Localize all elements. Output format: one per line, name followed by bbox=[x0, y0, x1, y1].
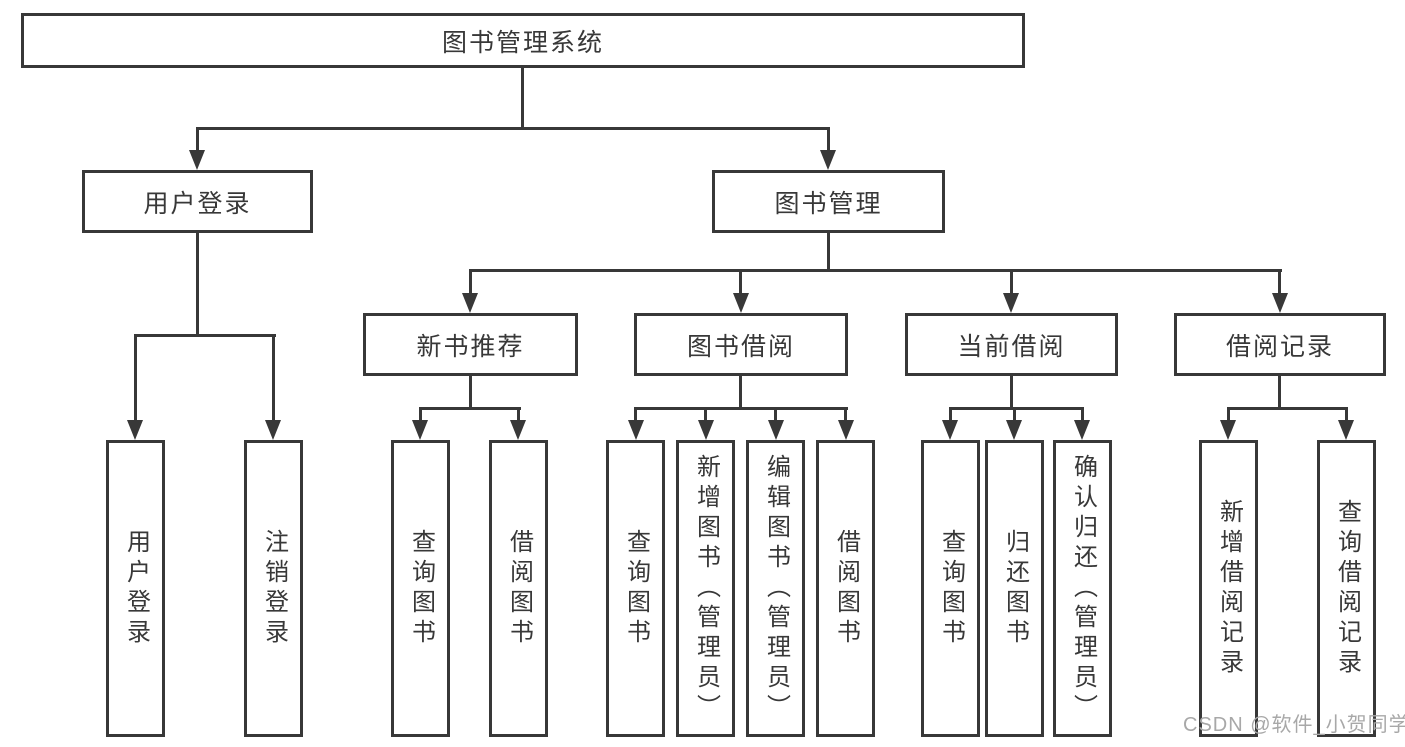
arrow-down-icon bbox=[1272, 293, 1288, 313]
leaf-label: 用户登录 bbox=[122, 528, 150, 649]
connector-line bbox=[739, 269, 742, 297]
node-book-borrow: 图书借阅 bbox=[634, 313, 848, 376]
leaf-confirm-return-admin: 确认归还（管理员） bbox=[1053, 440, 1112, 737]
node-book-management: 图书管理 bbox=[712, 170, 945, 233]
leaf-query-book-recommend: 查询图书 bbox=[391, 440, 450, 737]
leaf-label: 借阅图书 bbox=[832, 528, 860, 649]
node-label: 图书管理系统 bbox=[441, 28, 604, 57]
arrow-down-icon bbox=[1003, 293, 1019, 313]
leaf-add-borrow-record: 新增借阅记录 bbox=[1199, 440, 1258, 737]
connector-line bbox=[196, 127, 199, 154]
arrow-down-icon bbox=[838, 420, 854, 440]
connector-line bbox=[196, 127, 830, 130]
connector-line bbox=[1227, 407, 1230, 423]
connector-line bbox=[739, 376, 742, 409]
connector-line bbox=[1081, 407, 1084, 423]
node-label: 借阅记录 bbox=[1225, 332, 1334, 361]
arrow-down-icon bbox=[462, 293, 478, 313]
leaf-borrow-book: 借阅图书 bbox=[816, 440, 875, 737]
connector-line bbox=[844, 407, 847, 423]
connector-line bbox=[827, 233, 830, 272]
node-label: 当前借阅 bbox=[957, 332, 1066, 361]
arrow-down-icon bbox=[628, 420, 644, 440]
connector-line bbox=[1010, 269, 1013, 297]
node-library-system: 图书管理系统 bbox=[21, 13, 1025, 68]
leaf-return-book: 归还图书 bbox=[985, 440, 1044, 737]
leaf-label: 归还图书 bbox=[1001, 528, 1029, 649]
connector-line bbox=[949, 407, 1084, 410]
node-label: 用户登录 bbox=[143, 189, 252, 218]
leaf-query-borrow-record: 查询借阅记录 bbox=[1317, 440, 1376, 737]
arrow-down-icon bbox=[942, 420, 958, 440]
arrow-down-icon bbox=[1006, 420, 1022, 440]
arrow-down-icon bbox=[265, 420, 281, 440]
leaf-label: 查询图书 bbox=[937, 528, 965, 649]
connector-line bbox=[949, 407, 952, 423]
connector-line bbox=[521, 68, 524, 130]
arrow-down-icon bbox=[189, 150, 205, 170]
leaf-label: 查询图书 bbox=[407, 528, 435, 649]
arrow-down-icon bbox=[820, 150, 836, 170]
leaf-add-book-admin: 新增图书（管理员） bbox=[676, 440, 735, 737]
connector-line bbox=[196, 233, 199, 336]
connector-line bbox=[469, 269, 472, 297]
connector-line bbox=[419, 407, 422, 423]
leaf-label: 查询借阅记录 bbox=[1333, 498, 1361, 679]
arrow-down-icon bbox=[1338, 420, 1354, 440]
arrow-down-icon bbox=[768, 420, 784, 440]
connector-line bbox=[134, 334, 137, 424]
node-label: 新书推荐 bbox=[416, 332, 525, 361]
connector-line bbox=[517, 407, 520, 423]
node-label: 图书借阅 bbox=[686, 332, 795, 361]
arrow-down-icon bbox=[412, 420, 428, 440]
leaf-label: 查询图书 bbox=[622, 528, 650, 649]
leaf-query-book-borrow: 查询图书 bbox=[606, 440, 665, 737]
leaf-label: 注销登录 bbox=[260, 528, 288, 649]
connector-line bbox=[1345, 407, 1348, 423]
connector-line bbox=[1278, 376, 1281, 409]
arrow-down-icon bbox=[698, 420, 714, 440]
node-borrow-record: 借阅记录 bbox=[1174, 313, 1386, 376]
arrow-down-icon bbox=[510, 420, 526, 440]
node-current-borrow: 当前借阅 bbox=[905, 313, 1118, 376]
connector-line bbox=[1010, 376, 1013, 409]
arrow-down-icon bbox=[733, 293, 749, 313]
arrow-down-icon bbox=[1220, 420, 1236, 440]
arrow-down-icon bbox=[127, 420, 143, 440]
leaf-label: 借阅图书 bbox=[505, 528, 533, 649]
connector-line bbox=[134, 334, 276, 337]
node-new-book-recommend: 新书推荐 bbox=[363, 313, 578, 376]
arrow-down-icon bbox=[1074, 420, 1090, 440]
connector-line bbox=[634, 407, 637, 423]
connector-line bbox=[827, 127, 830, 154]
connector-line bbox=[1227, 407, 1348, 410]
leaf-logout: 注销登录 bbox=[244, 440, 303, 737]
leaf-label: 新增图书（管理员） bbox=[692, 453, 720, 724]
leaf-query-book-current: 查询图书 bbox=[921, 440, 980, 737]
connector-line bbox=[634, 407, 848, 410]
connector-line bbox=[704, 407, 707, 423]
connector-line bbox=[1278, 269, 1281, 297]
connector-line bbox=[469, 376, 472, 409]
leaf-borrow-book-recommend: 借阅图书 bbox=[489, 440, 548, 737]
connector-line bbox=[272, 334, 275, 424]
node-user-login: 用户登录 bbox=[82, 170, 313, 233]
leaf-user-login: 用户登录 bbox=[106, 440, 165, 737]
connector-line bbox=[1013, 407, 1016, 423]
leaf-label: 编辑图书（管理员） bbox=[762, 453, 790, 724]
leaf-label: 确认归还（管理员） bbox=[1069, 453, 1097, 724]
csdn-watermark: CSDN @软件_小贺同学 bbox=[1183, 714, 1405, 736]
connector-line bbox=[469, 269, 1282, 272]
leaf-edit-book-admin: 编辑图书（管理员） bbox=[746, 440, 805, 737]
leaf-label: 新增借阅记录 bbox=[1215, 498, 1243, 679]
connector-line bbox=[419, 407, 521, 410]
node-label: 图书管理 bbox=[774, 189, 883, 218]
connector-line bbox=[774, 407, 777, 423]
